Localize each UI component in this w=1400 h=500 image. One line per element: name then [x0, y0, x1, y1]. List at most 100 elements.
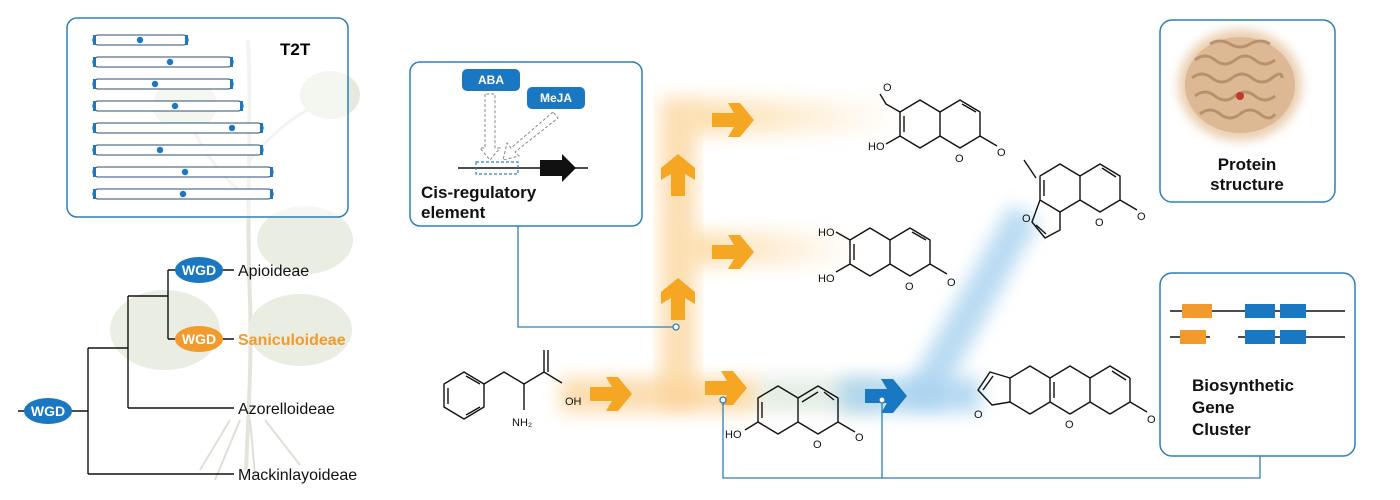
chromosome: [92, 78, 234, 90]
bgc-gene-blue-2: [1280, 304, 1306, 318]
telomere-marker: [93, 101, 96, 111]
arrow-phe-to-pathway: [590, 377, 632, 411]
telomere-marker: [185, 35, 188, 45]
centromere-marker: [156, 146, 164, 154]
wgd-saniculoideae-badge: WGD: [175, 326, 223, 352]
centromere-marker: [136, 36, 144, 44]
bgc-gene-blue-4: [1280, 330, 1306, 344]
bgc-line3: Cluster: [1192, 420, 1251, 439]
genome-panel: T2T: [66, 17, 349, 218]
scopoletin-structure: [879, 93, 998, 149]
svg-text:WGD: WGD: [182, 262, 216, 278]
connector-node-cre: [672, 323, 680, 331]
chromosome: [92, 56, 234, 68]
svg-text:O: O: [855, 432, 864, 444]
protein-line1: Protein: [1218, 155, 1277, 174]
cre-title-line1: Cis-regulatory: [421, 183, 537, 202]
connector-lines: [517, 226, 1261, 479]
telomere-marker: [93, 35, 96, 45]
svg-text:O: O: [905, 281, 914, 293]
arrow-up-upper: [661, 154, 695, 196]
centromere-marker: [166, 58, 174, 66]
cre-panel: ABA MeJA Cis-regulatory element: [409, 61, 643, 227]
telomere-marker: [270, 167, 273, 177]
taxon-saniculoideae: Saniculoideae: [238, 332, 346, 349]
svg-text:O: O: [947, 277, 956, 289]
protein-ribbon-image: [1178, 29, 1302, 141]
svg-text:O: O: [1022, 213, 1031, 225]
bgc-gene-blue-3: [1245, 330, 1275, 344]
aba-badge: [462, 69, 520, 91]
telomere-marker: [260, 145, 263, 155]
arrow-to-umbelliferone: [705, 371, 747, 405]
telomere-marker: [240, 101, 243, 111]
molecules: [443, 93, 1148, 435]
chromosome-set: [92, 34, 274, 200]
meja-label: MeJA: [540, 91, 572, 105]
cre-title-line2: element: [421, 203, 486, 222]
connector-node-umbelliferone: [719, 396, 727, 404]
arrow-to-scopoletin: [712, 103, 754, 137]
svg-text:O: O: [974, 409, 983, 421]
svg-text:O: O: [883, 82, 892, 94]
aba-signal-arrow: [478, 93, 502, 161]
protein-line2: structure: [1210, 175, 1284, 194]
angelicin-structure: [1023, 159, 1138, 239]
cis-element-box: [475, 161, 519, 175]
svg-text:HO: HO: [818, 273, 835, 285]
svg-text:WGD: WGD: [182, 331, 216, 347]
telomere-marker: [93, 145, 96, 155]
telomere-marker: [230, 79, 233, 89]
taxon-mackinlayoideae: Mackinlayoideae: [238, 467, 357, 484]
taxon-apioideae: Apioideae: [238, 263, 309, 280]
svg-text:O: O: [1147, 414, 1156, 426]
umbelliferone-structure: [744, 385, 856, 435]
telomere-marker: [270, 189, 273, 199]
svg-text:O: O: [1137, 211, 1146, 223]
svg-text:HO: HO: [868, 141, 885, 153]
telomere-marker: [93, 57, 96, 67]
telomere-marker: [93, 189, 96, 199]
svg-text:WGD: WGD: [31, 403, 65, 419]
svg-text:O: O: [955, 153, 964, 165]
telomere-marker: [93, 123, 96, 133]
bgc-gene-blue-1: [1245, 304, 1275, 318]
bgc-panel: Biosynthetic Gene Cluster: [1159, 272, 1356, 457]
svg-text:O: O: [1065, 419, 1074, 431]
genome-panel-title: T2T: [280, 40, 311, 59]
centromere-marker: [228, 124, 236, 132]
svg-text:O: O: [1095, 217, 1104, 229]
centromere-marker: [171, 102, 179, 110]
bgc-line1: Biosynthetic: [1192, 376, 1294, 395]
wgd-apioideae-badge: WGD: [175, 257, 223, 283]
arrow-up-lower: [661, 278, 695, 320]
centromere-marker: [181, 168, 189, 176]
svg-text:OH: OH: [565, 396, 582, 408]
telomere-marker: [93, 79, 96, 89]
aba-label: ABA: [478, 73, 504, 87]
bgc-gene-orange-2: [1180, 330, 1206, 344]
telomere-marker: [93, 167, 96, 177]
svg-text:HO: HO: [725, 429, 742, 441]
phenylalanine-structure: [443, 350, 563, 420]
meja-signal-arrow: [502, 111, 559, 161]
telomere-marker: [260, 123, 263, 133]
gene-arrow: [540, 154, 576, 182]
bgc-line2: Gene: [1192, 398, 1235, 417]
centromere-marker: [179, 190, 187, 198]
bgc-gene-orange-1: [1182, 304, 1212, 318]
telomere-marker: [230, 57, 233, 67]
connector-node-blue-step: [878, 396, 886, 404]
chromosome: [92, 100, 244, 112]
meja-badge: [527, 87, 585, 109]
chromosome: [92, 144, 264, 156]
atom-labels: OH NH₂ HO O O O O O O O O HO HO O O HO O…: [512, 82, 1156, 451]
arrow-to-esculetin: [712, 235, 754, 269]
taxon-azorelloideae: Azorelloideae: [238, 401, 335, 418]
psoralen-structure: [977, 365, 1148, 415]
centromere-marker: [151, 80, 159, 88]
esculetin-structure: [835, 227, 948, 277]
svg-text:HO: HO: [818, 227, 835, 239]
svg-text:O: O: [813, 439, 822, 451]
